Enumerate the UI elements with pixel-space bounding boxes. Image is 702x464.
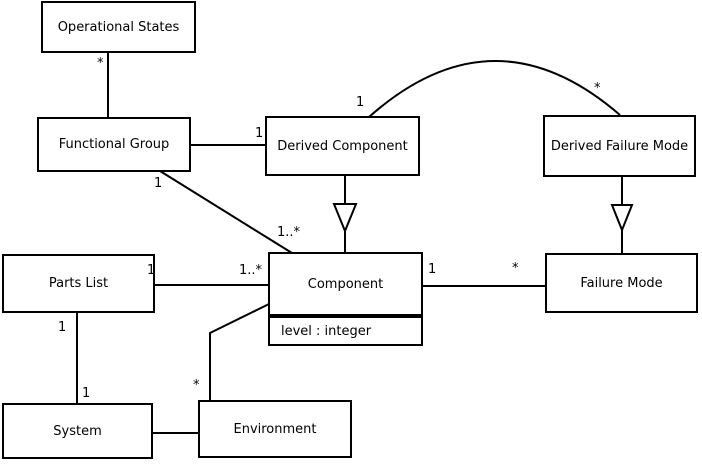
association-fg-component xyxy=(159,170,293,254)
multiplicity-component-fm-1: 1 xyxy=(428,262,437,277)
association-arc-dc-dfm xyxy=(368,60,621,118)
class-system: System xyxy=(2,403,153,459)
class-operational-states: Operational States xyxy=(41,1,196,53)
class-functional-group: Functional Group xyxy=(37,117,191,172)
class-component: Component xyxy=(268,252,423,316)
class-name: Environment xyxy=(233,421,317,437)
multiplicity-component-fm-n: * xyxy=(512,261,519,276)
generalization-dfm-fm xyxy=(610,176,634,254)
class-component-attribute-compartment: level : integer xyxy=(268,316,423,346)
class-name: Functional Group xyxy=(58,137,170,152)
multiplicity-fg-dc: 1 xyxy=(255,126,264,141)
attribute-text: level : integer xyxy=(281,323,372,339)
multiplicity-arc-dfm: * xyxy=(594,81,601,96)
multiplicity-pl-component-n: 1..* xyxy=(239,263,263,278)
class-derived-failure-mode: Derived Failure Mode xyxy=(543,115,696,177)
class-name: System xyxy=(53,423,102,439)
class-name: Parts List xyxy=(48,276,109,291)
class-name: Derived Component xyxy=(277,138,408,154)
class-name: Component xyxy=(307,276,384,292)
multiplicity-arc-dc: 1 xyxy=(356,95,365,110)
class-failure-mode: Failure Mode xyxy=(545,253,698,313)
generalization-dc-component xyxy=(332,175,358,253)
class-parts-list: Parts List xyxy=(2,254,155,313)
multiplicity-fg-component-1: 1 xyxy=(154,176,163,191)
multiplicity-pl-component-1: 1 xyxy=(147,263,156,278)
multiplicity-pl-system-1: 1 xyxy=(58,320,67,335)
multiplicity-system-pl-1: 1 xyxy=(82,386,91,401)
class-name: Derived Failure Mode xyxy=(550,138,689,154)
generalization-arrowhead xyxy=(610,204,634,233)
generalization-arrowhead xyxy=(332,203,358,234)
class-environment: Environment xyxy=(198,400,352,458)
multiplicity-environment-component: * xyxy=(193,378,200,393)
class-derived-component: Derived Component xyxy=(265,116,420,176)
class-name: Failure Mode xyxy=(580,275,663,291)
class-name: Operational States xyxy=(57,19,180,35)
multiplicity-fg-component-n: 1..* xyxy=(277,225,301,240)
multiplicity-os-fg: * xyxy=(97,56,104,71)
association-component-environment xyxy=(209,303,270,401)
